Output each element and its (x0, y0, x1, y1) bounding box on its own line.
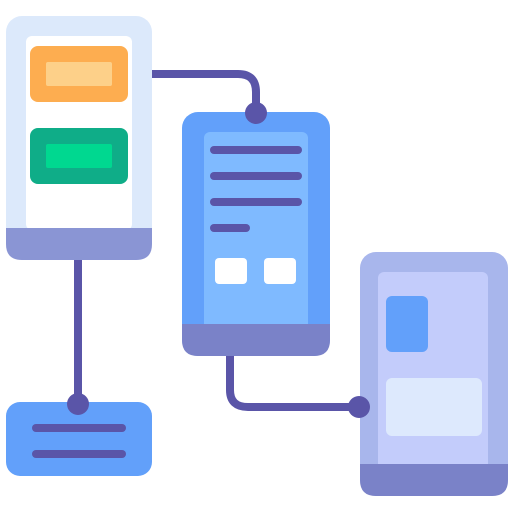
right-blue-tag (386, 296, 428, 352)
connector-dot-right-side (348, 396, 370, 418)
right-device-base (360, 464, 508, 496)
middle-button-right (264, 258, 296, 284)
connector-dot-card-top (67, 393, 89, 415)
left-device (6, 16, 152, 260)
green-block-inner (46, 144, 112, 168)
right-device (360, 252, 508, 496)
bottom-card (6, 402, 152, 476)
connector-middle-to-right (226, 276, 362, 411)
left-device-base (6, 228, 152, 260)
orange-block-inner (46, 62, 112, 86)
middle-device-base (182, 324, 330, 356)
connector-orange-to-middle (116, 70, 260, 116)
connector-dots (67, 102, 370, 418)
middle-device (182, 112, 330, 356)
middle-text-lines (210, 146, 302, 232)
connector-dot-middle-top (245, 102, 267, 124)
middle-button-left (215, 258, 247, 284)
right-light-panel (386, 378, 482, 436)
